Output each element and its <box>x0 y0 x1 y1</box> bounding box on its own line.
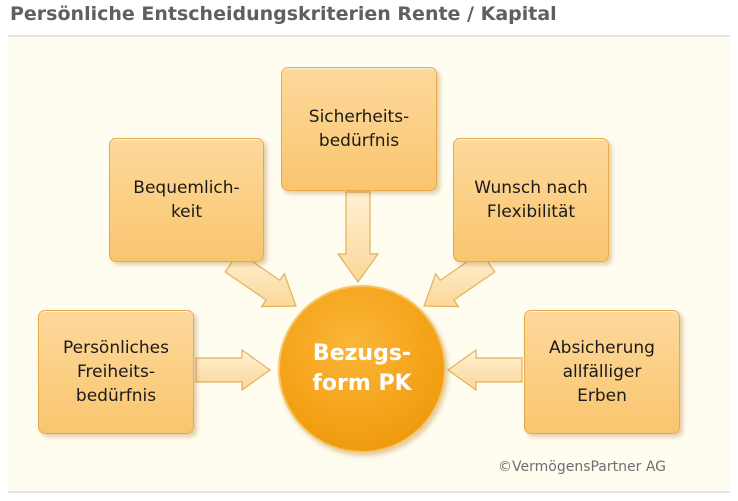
criterion-box-bequemlichkeit: Bequemlich- keit <box>109 138 264 262</box>
criterion-box-flexibilitaet: Wunsch nach Flexibilität <box>453 138 609 262</box>
bottom-divider <box>8 491 730 493</box>
center-circle-bezugsform: Bezugs- form PK <box>278 285 446 453</box>
arrow-flexibilitaet <box>423 251 496 308</box>
arrow-sicherheit <box>336 191 380 284</box>
arrow-erben <box>446 348 523 392</box>
copyright-text: ©VermögensPartner AG <box>498 459 666 475</box>
criterion-box-erben: Absicherung allfälliger Erben <box>524 310 680 434</box>
diagram-title: Persönliche Entscheidungskriterien Rente… <box>10 3 557 25</box>
criterion-box-sicherheit: Sicherheits- bedürfnis <box>281 67 437 191</box>
criterion-box-freiheit: Persönliches Freiheits- bedürfnis <box>38 310 194 434</box>
arrow-freiheit <box>195 348 272 392</box>
title-divider <box>8 35 730 37</box>
